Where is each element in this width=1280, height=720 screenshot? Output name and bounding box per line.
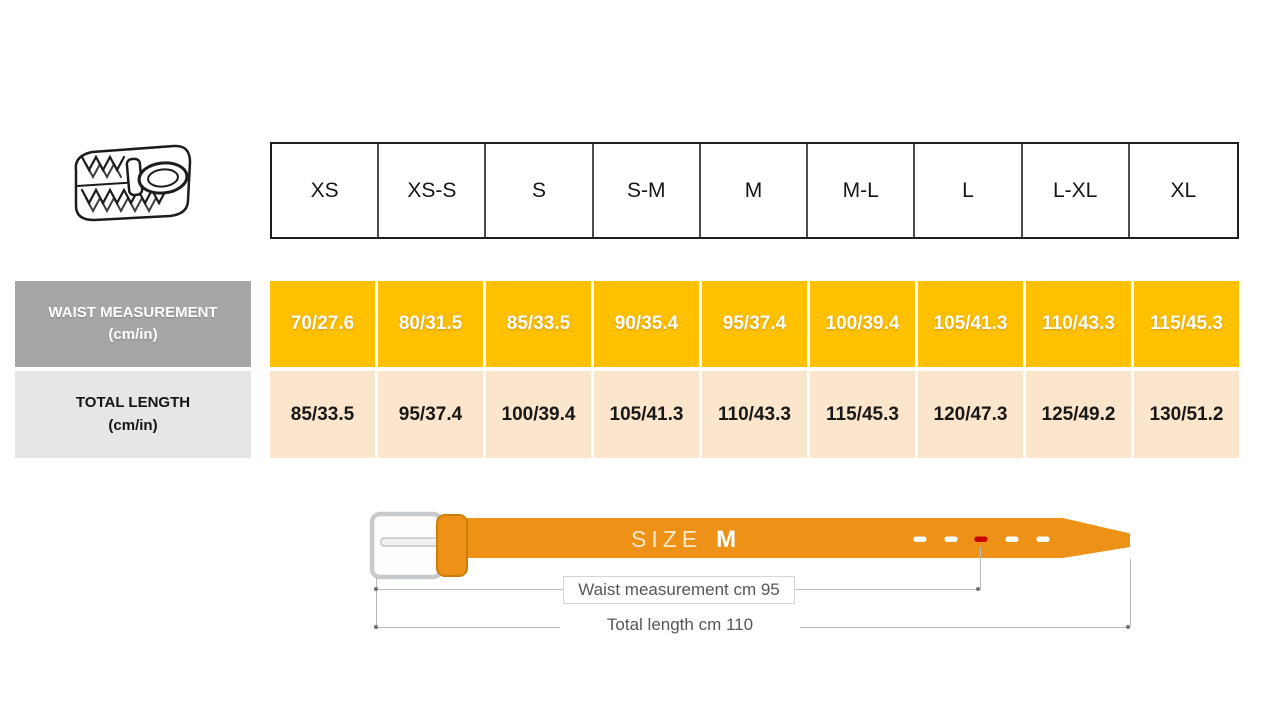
size-header-cell: S [486, 144, 594, 237]
belt-hole [913, 536, 927, 542]
size-value: M [716, 526, 737, 553]
length-value-cell: 125/49.2 [1026, 371, 1131, 458]
total-dimension-line [377, 627, 560, 628]
waist-value-cell: 95/37.4 [702, 281, 807, 367]
size-word: SIZE [631, 526, 703, 552]
length-row-label: TOTAL LENGTH (cm/in) [15, 371, 251, 458]
length-row-label-title: TOTAL LENGTH [75, 394, 191, 411]
length-value-cell: 105/41.3 [594, 371, 699, 458]
belt-hole [1036, 536, 1050, 542]
guide-line-tip [1130, 559, 1131, 627]
waist-value-cell: 100/39.4 [810, 281, 915, 367]
size-header-cell: M-L [808, 144, 916, 237]
waist-value-cell: 110/43.3 [1026, 281, 1131, 367]
belt-keeper-loop [436, 514, 468, 577]
waist-value-cell: 105/41.3 [918, 281, 1023, 367]
length-value-cell: 130/51.2 [1134, 371, 1239, 458]
dimension-endpoint [1126, 625, 1130, 629]
waist-value-cell: 115/45.3 [1134, 281, 1239, 367]
length-value-cell: 110/43.3 [702, 371, 807, 458]
length-value-cell: 100/39.4 [486, 371, 591, 458]
guide-line-buckle [376, 577, 377, 629]
total-dimension-line [800, 627, 1129, 628]
length-value-cell: 95/37.4 [378, 371, 483, 458]
belt-size-text: SIZE M [631, 526, 736, 554]
waist-value-cell: 90/35.4 [594, 281, 699, 367]
length-value-cell: 120/47.3 [918, 371, 1023, 458]
size-header-row: XS XS-S S S-M M M-L L L-XL XL [270, 142, 1239, 239]
waist-row-label-title: WAIST MEASUREMENT [48, 303, 218, 321]
size-header-cell: XS [272, 144, 380, 237]
buckle-prong [380, 537, 446, 547]
waist-value-cell: 80/31.5 [378, 281, 483, 367]
belt-hole [944, 536, 958, 542]
size-header-cell: L-XL [1023, 144, 1130, 237]
dimension-endpoint [374, 587, 378, 591]
dimension-endpoint [976, 587, 980, 591]
marked-belt-hole [974, 536, 988, 542]
size-header-cell: XS-S [379, 144, 487, 237]
length-value-cell: 115/45.3 [810, 371, 915, 458]
waist-row-label-unit: (cm/in) [108, 326, 158, 343]
dimension-endpoint [374, 625, 378, 629]
belt-hole [1005, 536, 1019, 542]
waist-values-row: 70/27.6 80/31.5 85/33.5 90/35.4 95/37.4 … [270, 281, 1239, 367]
length-values-row: 85/33.5 95/37.4 100/39.4 105/41.3 110/43… [270, 371, 1239, 458]
length-value-cell: 85/33.5 [270, 371, 375, 458]
size-header-cell: S-M [594, 144, 701, 237]
size-header-cell: L [915, 144, 1023, 237]
length-row-label-unit: (cm/in) [108, 416, 158, 434]
size-header-cell: XL [1170, 178, 1197, 202]
braided-belt-icon [74, 144, 192, 222]
belt-strap [456, 518, 1130, 558]
waist-dimension-line [795, 589, 979, 590]
waist-value-cell: 70/27.6 [270, 281, 375, 367]
belt-diagram [369, 511, 1130, 580]
total-length-annotation: Total length cm 110 [560, 615, 800, 635]
waist-dimension-line [377, 589, 563, 590]
waist-row-label: WAIST MEASUREMENT (cm/in) [15, 281, 251, 367]
guide-line-hole [980, 547, 981, 590]
size-header-cell: M [701, 144, 809, 237]
waist-measurement-annotation: Waist measurement cm 95 [563, 576, 795, 604]
waist-value-cell: 85/33.5 [486, 281, 591, 367]
